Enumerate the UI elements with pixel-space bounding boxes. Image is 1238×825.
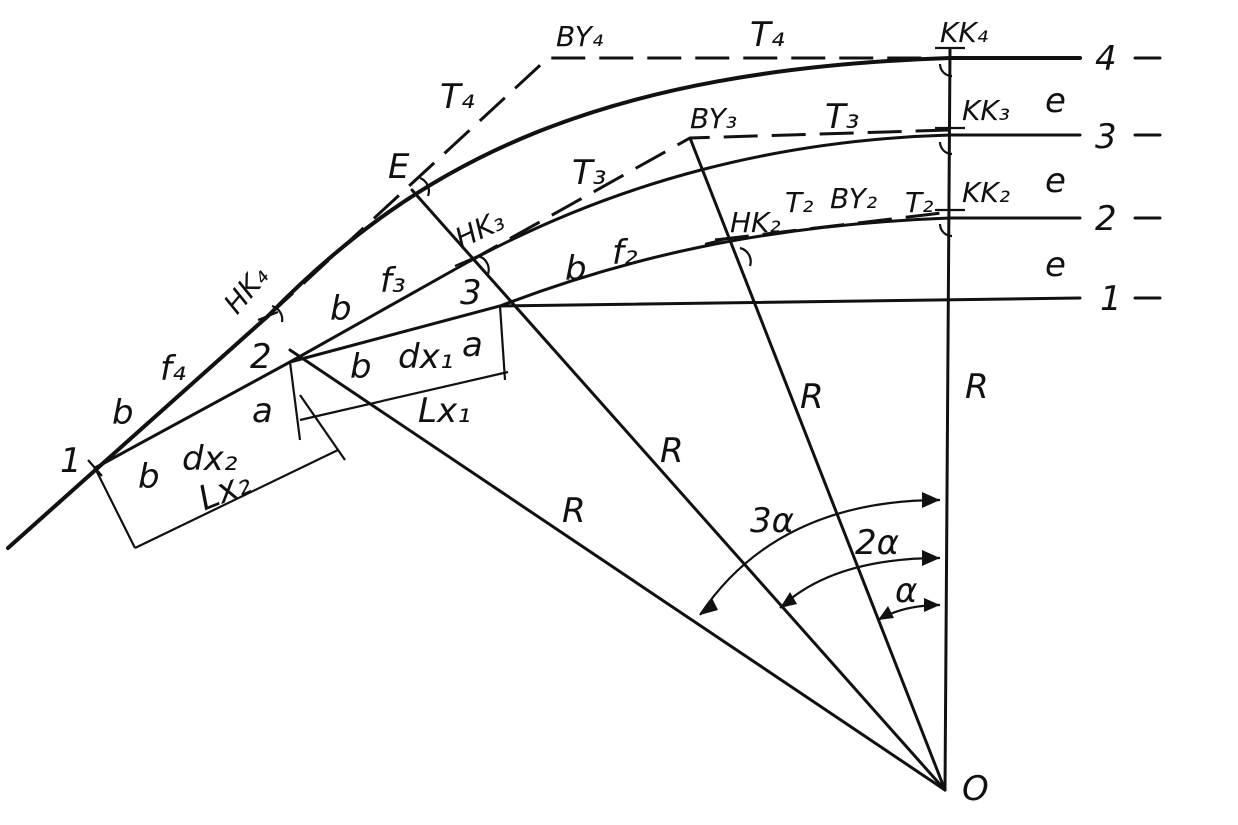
segment-b-track4: b — [112, 393, 134, 433]
segment-b-dx1: b — [350, 347, 372, 387]
point-hk2-label: HK₂ — [730, 206, 781, 239]
track-number-2: 2 — [1095, 199, 1117, 239]
tangent-t2-left-label: T₂ — [785, 186, 813, 219]
arrowhead-3alpha-left — [700, 598, 718, 615]
tangent-t4-dashed — [266, 56, 950, 318]
point-1-label: 1 — [60, 441, 82, 481]
tangent-t2-dashed — [714, 210, 951, 242]
segment-dx1-label: dx₁ — [398, 337, 453, 377]
radius-line-point2 — [288, 348, 947, 792]
right-angle-hk2 — [739, 246, 752, 267]
track-number-1: 1 — [1100, 279, 1122, 319]
right-angle-kk2 — [938, 223, 953, 238]
segment-f3-label: f₃ — [380, 261, 406, 301]
arrowhead-2alpha-right — [922, 550, 940, 566]
tangent-t3-slope-label: T₃ — [572, 153, 606, 193]
segment-f2-label: f₂ — [612, 233, 638, 273]
radius-line-by3 — [688, 136, 947, 792]
dim-line-dx1-vertical — [498, 305, 507, 381]
dim-line-lx2-right — [299, 394, 346, 461]
segment-f4-label: f₄ — [160, 349, 186, 389]
point-2-label: 2 — [250, 337, 272, 377]
dim-line-dx2-vertical — [288, 361, 302, 441]
tangent-t3-top-label: T₃ — [825, 97, 859, 137]
point-by3-label: BY₃ — [690, 102, 737, 135]
marker-hk4 — [257, 310, 279, 322]
angle-label-2alpha: 2α — [855, 523, 899, 563]
spacing-e-top: e — [1045, 81, 1066, 121]
point-kk2-label: KK₂ — [962, 176, 1010, 209]
dim-line-lx1 — [299, 370, 509, 422]
point-kk4-label: KK₄ — [940, 16, 988, 49]
spacing-e-mid: e — [1045, 161, 1066, 201]
radius-line-vertical — [943, 48, 952, 792]
arrowhead-3alpha-right — [922, 492, 940, 508]
angle-label-3alpha: 3α — [750, 501, 794, 541]
track-number-4: 4 — [1095, 39, 1117, 79]
point-by2-label: BY₂ — [830, 182, 877, 215]
track-number-3: 3 — [1095, 117, 1117, 157]
point-by4-label: BY₄ — [556, 20, 603, 53]
segment-b-track3: b — [330, 289, 352, 329]
segment-b-dx2: b — [138, 457, 160, 497]
segment-a-dx2: a — [252, 391, 273, 431]
center-o-label: O — [962, 769, 989, 809]
marker-hk2 — [704, 236, 731, 246]
radius-label-vertical: R — [965, 367, 989, 407]
segment-lx1-label: Lx₁ — [418, 391, 471, 431]
right-angle-e — [419, 176, 430, 197]
tangent-t4-slope-label: T₄ — [440, 77, 475, 117]
marker-hk3 — [454, 254, 479, 268]
segment-dx2-label: dx₂ — [182, 439, 238, 479]
angle-label-alpha: α — [895, 571, 917, 611]
radius-line-e — [410, 188, 947, 792]
right-angle-kk4 — [938, 63, 953, 78]
tangent-t4-top-label: T₄ — [750, 15, 785, 55]
right-angle-hk3 — [477, 254, 490, 275]
radius-label-point2: R — [562, 491, 586, 531]
point-hk3-label: HK₃ — [450, 204, 510, 255]
arrowhead-alpha-right — [924, 598, 940, 612]
spacing-e-bottom: e — [1045, 245, 1066, 285]
angle-arc-2alpha — [779, 556, 941, 609]
segment-b-track2: b — [565, 249, 587, 289]
segment-a-dx1: a — [462, 325, 483, 365]
radius-label-e: R — [660, 431, 684, 471]
point-e-label: E — [388, 147, 410, 187]
arrowhead-alpha-left — [878, 606, 894, 620]
right-angle-kk3 — [938, 141, 953, 156]
track-3-curve — [93, 133, 1082, 470]
dim-line-lx2-left — [94, 467, 136, 549]
angle-arc-3alpha — [699, 498, 941, 616]
point-3-label: 3 — [460, 273, 482, 313]
dim-line-lx2 — [134, 449, 339, 549]
right-angle-hk4 — [271, 304, 284, 323]
tangent-t2-right-label: T₂ — [905, 186, 933, 219]
arrowhead-2alpha-left — [780, 592, 797, 608]
track-1-line — [498, 296, 1082, 308]
track-2-curve — [288, 216, 1082, 364]
point-hk4-label: HK₄ — [217, 260, 275, 320]
radius-label-by3: R — [800, 377, 824, 417]
marker-point-1 — [87, 459, 103, 477]
point-kk3-label: KK₃ — [962, 94, 1010, 127]
